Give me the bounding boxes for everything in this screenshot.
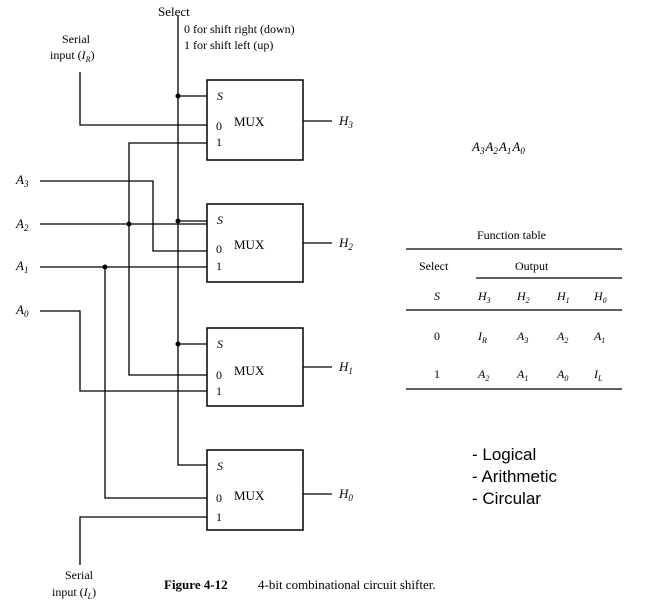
table-row: 1 A2 A1 A0 IL: [434, 367, 603, 383]
wires: [40, 16, 332, 565]
svg-text:A1: A1: [593, 329, 605, 345]
select-note-1: 1 for shift left (up): [184, 38, 273, 52]
mux-label: MUX: [234, 237, 265, 252]
output-label-h2: H2: [338, 235, 353, 252]
mux-3: S 0 1 MUX: [206, 79, 304, 161]
table-row: 0 IR A3 A2 A1: [434, 329, 605, 345]
svg-text:S: S: [217, 337, 223, 351]
figure-caption: Figure 4-12 4-bit combinational circuit …: [164, 577, 436, 592]
input-label-a2: A2: [15, 216, 29, 233]
caption-label: Figure 4-12: [164, 577, 228, 592]
select-note-0: 0 for shift right (down): [184, 22, 295, 36]
mux-label: MUX: [234, 363, 265, 378]
svg-text:H0: H0: [338, 486, 353, 503]
mux-label: MUX: [234, 114, 265, 129]
svg-text:A0: A0: [556, 367, 568, 383]
svg-text:H3: H3: [477, 289, 491, 305]
svg-text:Serial: Serial: [65, 568, 94, 582]
list-item: - Circular: [472, 489, 541, 508]
svg-text:0: 0: [216, 368, 222, 382]
svg-text:input (IR): input (IR): [50, 48, 95, 64]
col-select-header: Select: [419, 259, 449, 273]
input-label-a1: A1: [15, 258, 28, 275]
svg-text:0: 0: [434, 329, 440, 343]
svg-text:Serial: Serial: [62, 32, 91, 46]
svg-text:A3: A3: [516, 329, 528, 345]
svg-text:A3: A3: [15, 172, 29, 189]
col-output-header: Output: [515, 259, 549, 273]
serial-input-left-label: Serial input (IL): [52, 568, 96, 601]
junctions: [102, 93, 181, 347]
serial-left-wire: [79, 516, 207, 565]
list-item: - Arithmetic: [472, 467, 558, 486]
svg-text:A1: A1: [15, 258, 28, 275]
svg-text:A1: A1: [516, 367, 528, 383]
mux-2: S 0 1 MUX: [206, 203, 304, 283]
select-line: [177, 16, 207, 466]
select-label: Select: [158, 4, 190, 19]
mux-0: S 0 1 MUX: [206, 449, 304, 531]
a3-wire: [40, 180, 207, 252]
output-label-h3: H3: [338, 113, 353, 130]
svg-text:S: S: [217, 89, 223, 103]
svg-text:1: 1: [216, 135, 222, 149]
serial-input-right-label: Serial input (IR): [50, 32, 95, 64]
svg-text:H2: H2: [516, 289, 530, 305]
function-table-title: Function table: [477, 228, 546, 242]
svg-text:0: 0: [216, 242, 222, 256]
table-header-row: S H3 H2 H1 H0: [434, 289, 607, 305]
output-label-h0: H0: [338, 486, 353, 503]
svg-text:A2: A2: [556, 329, 568, 345]
function-table: Function table Select Output S H3 H2 H1 …: [406, 228, 622, 390]
svg-text:IR: IR: [477, 329, 487, 345]
svg-text:S: S: [434, 289, 440, 303]
register-label: A3A2A1A0: [471, 139, 525, 156]
svg-text:H0: H0: [593, 289, 607, 305]
mux-label: MUX: [234, 488, 265, 503]
svg-text:A3A2A1A0: A3A2A1A0: [471, 139, 525, 156]
svg-text:A0: A0: [15, 302, 29, 319]
svg-text:IL: IL: [593, 367, 603, 383]
svg-text:0: 0: [216, 119, 222, 133]
svg-text:A2: A2: [477, 367, 489, 383]
input-label-a3: A3: [15, 172, 29, 189]
shift-types-list: - Logical - Arithmetic - Circular: [472, 445, 558, 508]
svg-text:A2: A2: [15, 216, 29, 233]
svg-text:1: 1: [434, 367, 440, 381]
output-label-h1: H1: [338, 359, 353, 376]
input-label-a0: A0: [15, 302, 29, 319]
serial-right-wire: [79, 72, 207, 126]
svg-text:S: S: [217, 459, 223, 473]
svg-text:1: 1: [216, 384, 222, 398]
svg-text:input (IL): input (IL): [52, 585, 96, 601]
mux-1: S 0 1 MUX: [206, 327, 304, 407]
svg-text:H1: H1: [556, 289, 570, 305]
list-item: - Logical: [472, 445, 536, 464]
svg-text:1: 1: [216, 510, 222, 524]
svg-text:S: S: [217, 213, 223, 227]
a0-wire: [40, 310, 207, 392]
svg-text:0: 0: [216, 491, 222, 505]
caption-text: 4-bit combinational circuit shifter.: [258, 577, 436, 592]
svg-text:H2: H2: [338, 235, 353, 252]
svg-text:1: 1: [216, 259, 222, 273]
svg-text:H1: H1: [338, 359, 353, 376]
svg-text:H3: H3: [338, 113, 353, 130]
